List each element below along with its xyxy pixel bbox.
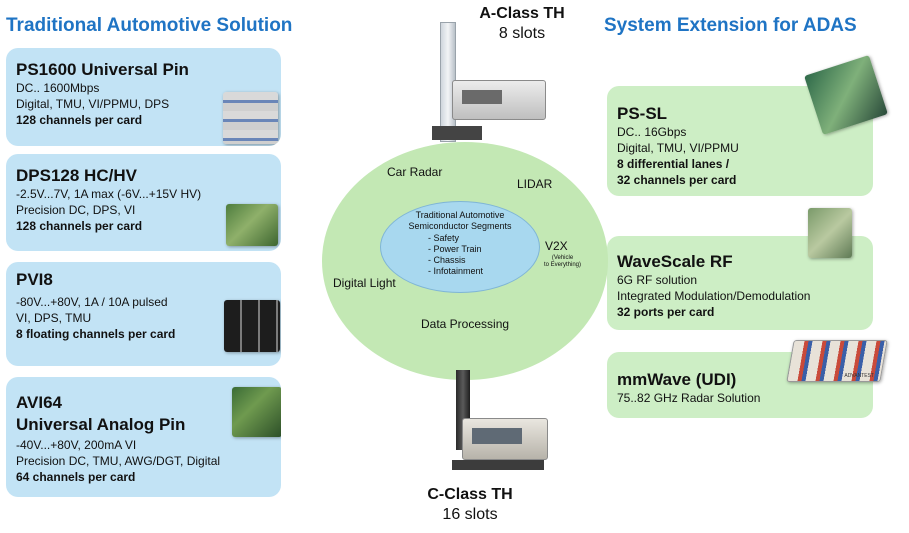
card-avi64: AVI64 Universal Analog Pin -40V...+80V, … bbox=[6, 377, 281, 497]
inner-item-infotainment: - Infotainment bbox=[428, 266, 484, 276]
c-class-name: C-Class TH bbox=[427, 486, 513, 503]
a-class-test-head-image bbox=[432, 22, 546, 142]
inner-item-safety: - Safety bbox=[428, 233, 460, 243]
tester-head-panel bbox=[472, 428, 522, 444]
card-spec-line: -80V...+80V, 1A / 10A pulsed bbox=[16, 295, 168, 309]
card-pvi8: PVI8 -80V...+80V, 1A / 10A pulsed VI, DP… bbox=[6, 262, 281, 366]
card-spec-line: 6G RF solution bbox=[617, 273, 698, 287]
card-spec-line: 75..82 GHz Radar Solution bbox=[617, 391, 761, 405]
a-class-slots: 8 slots bbox=[498, 25, 546, 42]
segment-v2x: V2X bbox=[545, 239, 568, 253]
card-channels: 128 channels per card bbox=[16, 219, 143, 233]
card-title: AVI64 bbox=[16, 393, 62, 412]
card-spec-line: Integrated Modulation/Demodulation bbox=[617, 289, 811, 303]
card-channels: 8 floating channels per card bbox=[16, 327, 176, 341]
dps128-board-image bbox=[226, 204, 278, 246]
card-spec-line: VI, DPS, TMU bbox=[16, 311, 92, 325]
card-spec-line: -40V...+80V, 200mA VI bbox=[16, 438, 137, 452]
ps1600-board-image bbox=[223, 92, 278, 144]
tester-base bbox=[452, 460, 544, 470]
a-class-name: A-Class TH bbox=[479, 5, 565, 22]
card-spec-line: -2.5V...7V, 1A max (-6V...+15V HV) bbox=[16, 187, 202, 201]
card-spec-line: Precision DC, TMU, AWG/DGT, Digital bbox=[16, 454, 221, 468]
card-ps1600: PS1600 Universal Pin DC.. 1600Mbps Digit… bbox=[6, 48, 281, 146]
inner-item-power-train: - Power Train bbox=[428, 244, 482, 254]
card-title: PS-SL bbox=[617, 104, 668, 123]
card-spec-line: DC.. 1600Mbps bbox=[16, 81, 100, 95]
card-spec-line: Digital, TMU, VI/PPMU bbox=[617, 141, 739, 155]
card-spec-line: Digital, TMU, VI/PPMU, DPS bbox=[16, 97, 170, 111]
advantest-logo-text: ADVANTEST bbox=[844, 373, 875, 379]
v2x-subtitle-line-2: to Everything) bbox=[544, 262, 582, 268]
card-channels: 8 differential lanes / bbox=[617, 157, 730, 171]
card-title: WaveScale RF bbox=[617, 252, 733, 271]
card-channels: 128 channels per card bbox=[16, 113, 143, 127]
card-title: mmWave (UDI) bbox=[617, 370, 737, 389]
card-title: PS1600 Universal Pin bbox=[16, 60, 189, 79]
segment-v2x-subtitle: (Vehicle to Everything) bbox=[544, 255, 581, 269]
right-section-heading: System Extension for ADAS bbox=[604, 15, 857, 36]
card-spec-line: DC.. 16Gbps bbox=[617, 125, 687, 139]
c-class-test-head-image bbox=[448, 370, 548, 482]
inner-item-chassis: - Chassis bbox=[428, 255, 466, 265]
a-class-title: A-Class TH 8 slots bbox=[462, 4, 582, 44]
mmwave-board-image: ADVANTEST bbox=[786, 340, 888, 382]
card-title-2: Universal Analog Pin bbox=[16, 415, 186, 434]
wavescale-board-image bbox=[808, 208, 852, 258]
inner-title: Traditional Automotive Semiconductor Seg… bbox=[408, 210, 512, 231]
card-dps128: DPS128 HC/HV -2.5V...7V, 1A max (-6V...+… bbox=[6, 154, 281, 251]
tester-head-panel bbox=[462, 90, 502, 104]
card-channels: 32 ports per card bbox=[617, 305, 715, 319]
card-channels: 64 channels per card bbox=[16, 470, 136, 484]
card-title: DPS128 HC/HV bbox=[16, 166, 137, 185]
segment-digital-light: Digital Light bbox=[333, 276, 396, 290]
card-title: PVI8 bbox=[16, 270, 53, 289]
segment-data-processing: Data Processing bbox=[421, 317, 510, 331]
avi64-board-image bbox=[232, 387, 281, 437]
traditional-segments-inner-ellipse bbox=[380, 201, 540, 293]
card-channels: 32 channels per card bbox=[617, 173, 737, 187]
c-class-title: C-Class TH 16 slots bbox=[410, 485, 530, 525]
v2x-subtitle-line-1: (Vehicle bbox=[551, 255, 574, 261]
pvi8-board-image bbox=[224, 300, 280, 352]
card-spec-line: Precision DC, DPS, VI bbox=[16, 203, 136, 217]
tester-base bbox=[432, 126, 482, 140]
left-section-heading: Traditional Automotive Solution bbox=[6, 15, 293, 36]
segment-car-radar: Car Radar bbox=[387, 165, 443, 179]
c-class-slots: 16 slots bbox=[442, 506, 498, 523]
segment-lidar: LIDAR bbox=[517, 177, 553, 191]
